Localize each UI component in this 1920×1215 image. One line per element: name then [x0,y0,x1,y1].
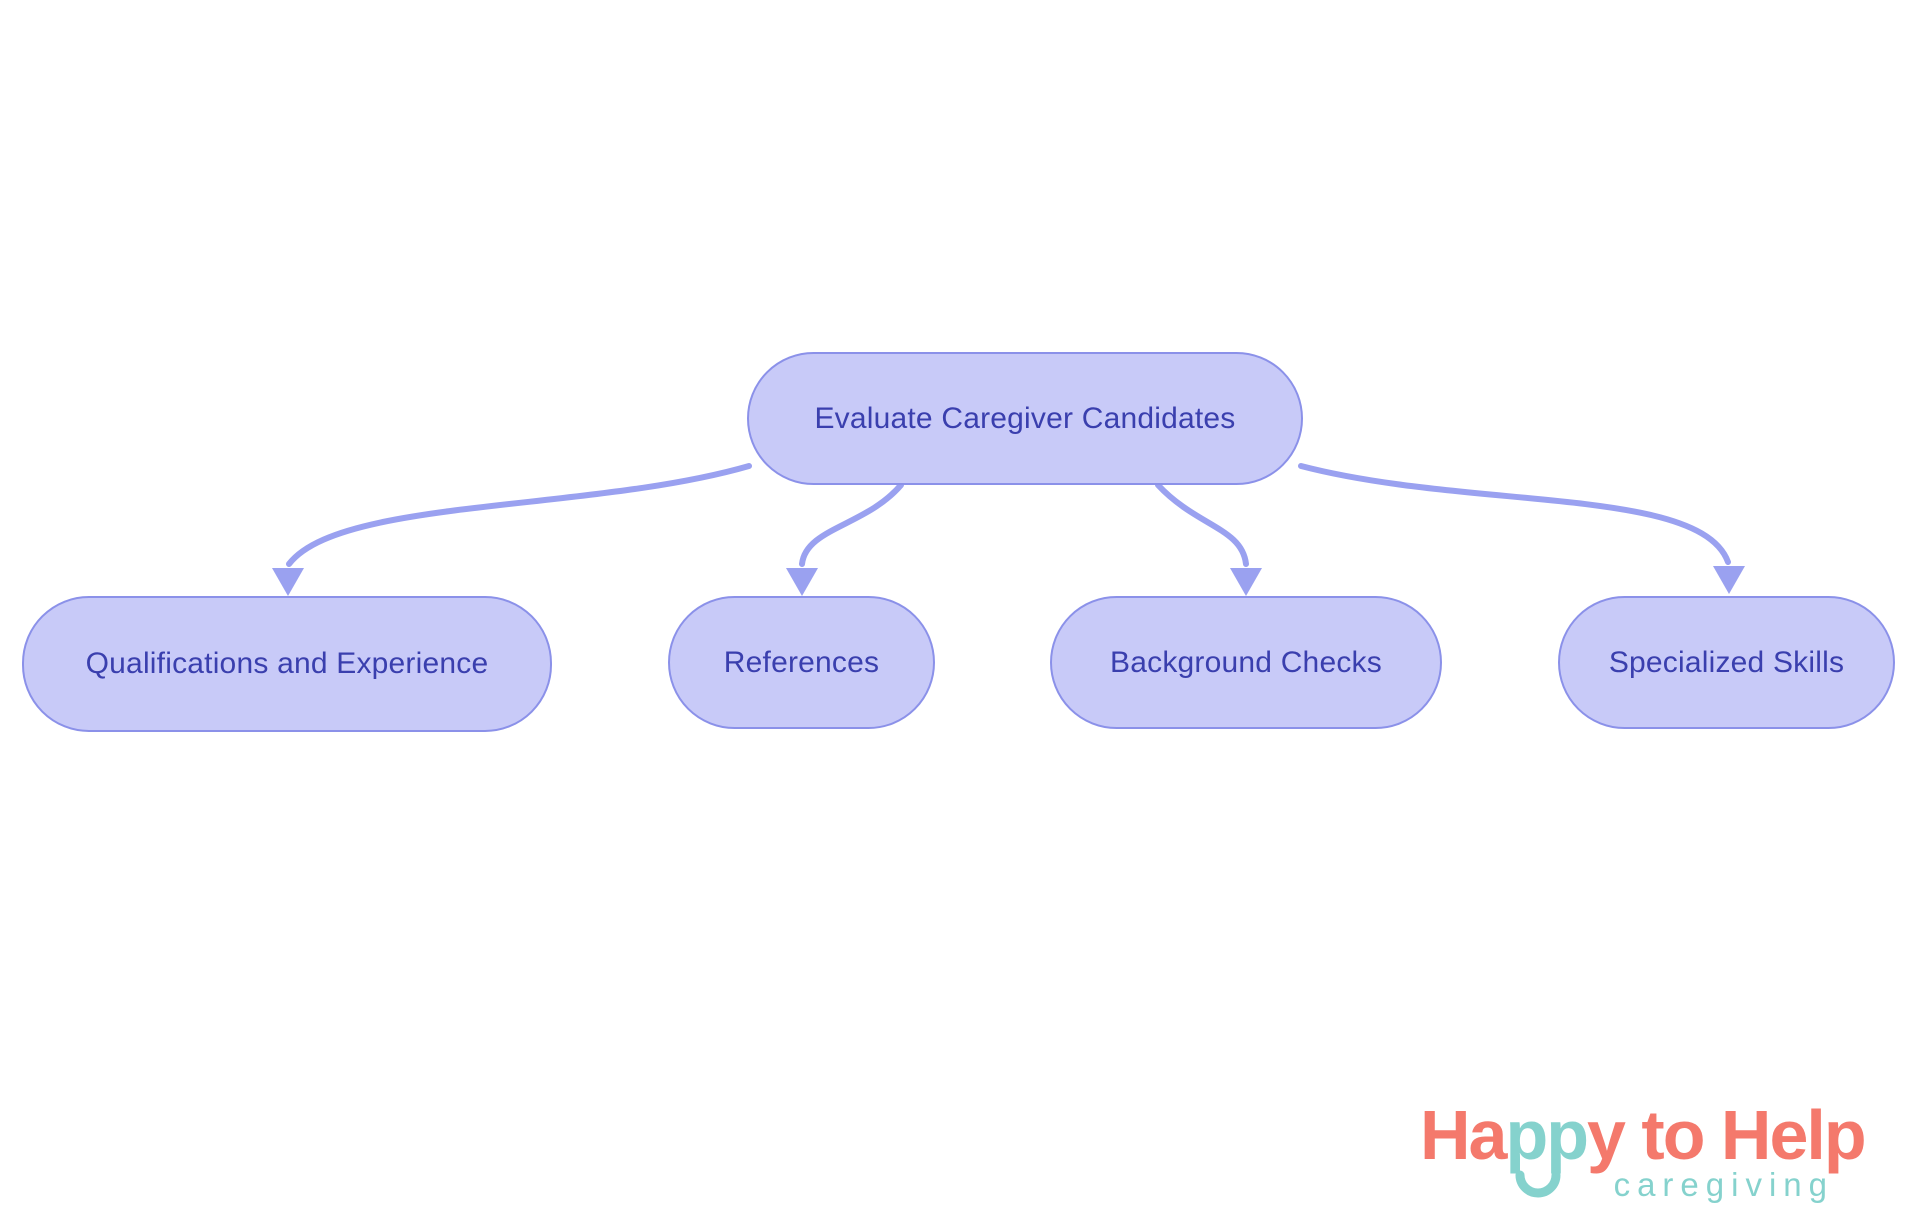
edge-root-to-specialized-skills [1298,463,1731,565]
smile-icon [1515,1170,1561,1198]
edge-root-to-references [799,482,904,567]
node-label: References [723,645,880,679]
brand-logo: Happy to Help caregiving [1412,1100,1892,1210]
node-references: References [668,596,935,729]
logo-wordmark-ha: Ha [1420,1096,1507,1174]
node-evaluate-caregiver-candidates: Evaluate Caregiver Candidates [747,352,1303,485]
logo-wordmark: Happy to Help [1420,1100,1867,1170]
node-background-checks: Background Checks [1050,596,1442,729]
node-label: Evaluate Caregiver Candidates [814,401,1236,435]
node-specialized-skills: Specialized Skills [1558,596,1895,729]
logo-wordmark-pp: pp [1505,1096,1589,1174]
node-label: Background Checks [1110,645,1382,679]
node-label: Qualifications and Experience [85,647,489,680]
arrowhead-background-checks [1230,568,1262,596]
node-label: Specialized Skills [1608,645,1845,679]
edge-root-to-qualifications [286,463,752,567]
logo-wordmark-rest: y to Help [1587,1096,1867,1174]
node-qualifications-and-experience: Qualifications and Experience [22,596,552,732]
arrowhead-references [786,568,818,596]
logo-tagline: caregiving [1613,1166,1834,1203]
arrowhead-qualifications [272,568,304,596]
arrowhead-specialized-skills [1713,566,1745,594]
edge-root-to-background-checks [1155,482,1249,567]
